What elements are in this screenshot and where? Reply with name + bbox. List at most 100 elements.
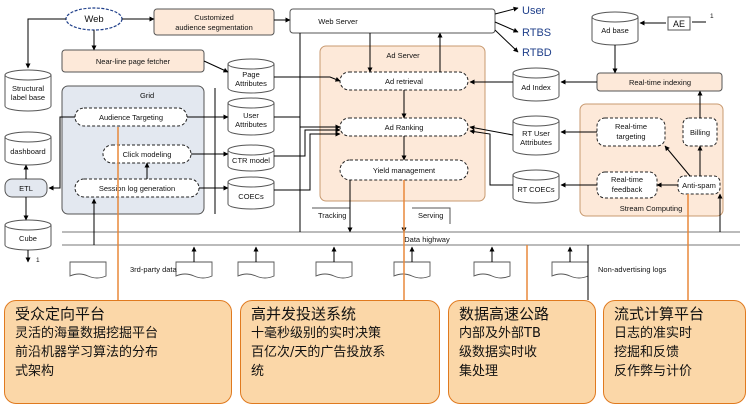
ad-retrieval-label: Ad retrieval <box>385 77 423 86</box>
rt-coecs-label: RT COECs <box>517 185 554 194</box>
audience-targeting-label: Audience Targeting <box>99 113 163 122</box>
cube-count: 1 <box>36 257 40 264</box>
real-time-indexing-box: Real-time indexing <box>596 72 723 92</box>
ad-ranking-box: Ad Ranking <box>339 117 469 137</box>
rt-feedback-label-2: feedback <box>612 185 643 194</box>
rt-coecs-db: RT COECs <box>512 169 560 204</box>
callout-line: 灵活的海量数据挖掘平台 <box>15 326 159 341</box>
page-attributes-db: Page Attributes <box>227 58 275 94</box>
callout-data-highway: 数据高速公路 内部及外部TB 级数据实时收 集处理 <box>448 300 596 404</box>
yield-management-box: Yield management <box>339 159 469 181</box>
callout-line: 集处理 <box>459 364 499 379</box>
rt-indexing-label: Real-time indexing <box>629 78 691 87</box>
ad-base-label: Ad base <box>601 26 629 35</box>
structural-label-db: Structural label base <box>4 69 52 112</box>
log-documents <box>69 261 589 279</box>
callout-serving-system: 高并发投送系统 十毫秒级别的实时决策 百亿次/天的广告投放系 统 <box>240 300 440 404</box>
callout-line: 式架构 <box>15 364 55 379</box>
callout-line: 前沿机器学习算法的分布 <box>15 345 159 360</box>
ad-index-db: Ad Index <box>512 67 560 102</box>
rtbd-label: RTBD <box>522 47 552 59</box>
session-log-box: Session log generation <box>74 178 200 198</box>
cube-db: Cube <box>4 219 52 251</box>
ad-retrieval-box: Ad retrieval <box>339 71 469 91</box>
callout-line: 级数据实时收 <box>459 345 538 360</box>
serving-tab: Serving <box>412 207 451 224</box>
rt-feedback-label-1: Real-time <box>611 175 643 184</box>
ctr-model-db: CTR model <box>227 144 275 172</box>
callout-line: 日志的准实时 <box>614 326 693 341</box>
data-highway: Data highway <box>62 231 740 246</box>
structural-label: Structural <box>12 84 44 93</box>
callout-line: 挖掘和反馈 <box>614 345 680 360</box>
ae-label: AE <box>673 19 685 29</box>
user-attr-label-1: User <box>243 111 259 120</box>
rt-targeting-label-2: targeting <box>616 132 645 141</box>
callout-title: 数据高速公路 <box>459 305 550 323</box>
ae-count: 1 <box>710 13 714 20</box>
billing-box: Billing <box>682 117 718 147</box>
etl-box: ETL <box>4 178 48 198</box>
grid-label: Grid <box>140 91 154 100</box>
rt-targeting-label-1: Real-time <box>615 122 647 131</box>
yield-mgmt-label: Yield management <box>373 166 436 175</box>
customized-segmentation-box: Customized audience segmentation <box>153 8 275 36</box>
ad-base-db: Ad base <box>591 11 639 46</box>
web-cloud: Web <box>65 7 123 31</box>
callout-title: 高并发投送系统 <box>251 305 357 323</box>
rt-user-label-2: Attributes <box>520 138 552 147</box>
coecs-db: COECs <box>227 176 275 210</box>
data-highway-label: Data highway <box>404 235 450 244</box>
audience-seg-label: audience segmentation <box>175 23 253 32</box>
ctr-model-label: CTR model <box>232 156 270 165</box>
callout-leaders <box>117 127 689 300</box>
third-party-label: 3rd-party data <box>130 265 178 274</box>
session-log-label: Session log generation <box>99 184 175 193</box>
serving-label: Serving <box>418 211 443 220</box>
rt-user-label-1: RT User <box>522 129 550 138</box>
stream-computing-label: Stream Computing <box>620 204 683 213</box>
callout-line: 百亿次/天的广告投放系 <box>251 345 386 360</box>
page-attr-label-1: Page <box>242 70 260 79</box>
anti-spam-label: Anti-spam <box>682 181 716 190</box>
billing-label: Billing <box>690 128 710 137</box>
near-line-fetcher-box: Near-line page fetcher <box>61 49 205 73</box>
anti-spam-box: Anti-spam <box>677 175 721 195</box>
callout-line: 统 <box>251 364 265 379</box>
ae-box: AE <box>667 16 691 31</box>
etl-label: ETL <box>19 184 33 193</box>
user-attr-label-2: Attributes <box>235 120 267 129</box>
dashboard-db: dashboard <box>4 131 52 166</box>
rt-user-attributes-db: RT User Attributes <box>512 115 560 156</box>
coecs-label: COECs <box>238 192 264 201</box>
web-server-box: Web Server <box>289 8 496 34</box>
callout-line: 反作弊与计价 <box>614 364 693 379</box>
audience-targeting-box: Audience Targeting <box>74 107 188 127</box>
label-base-label: label base <box>11 93 45 102</box>
callout-title: 流式计算平台 <box>614 305 705 323</box>
page-attr-label-2: Attributes <box>235 79 267 88</box>
rtbs-label: RTBS <box>522 27 551 39</box>
ad-ranking-label: Ad Ranking <box>385 123 424 132</box>
user-label: User <box>522 5 546 17</box>
click-modeling-label: Click modeling <box>123 150 172 159</box>
ad-index-label: Ad Index <box>521 83 551 92</box>
callout-title: 受众定向平台 <box>15 305 106 323</box>
web-label: Web <box>84 14 103 25</box>
customized-label: Customized <box>194 13 234 22</box>
rt-feedback-box: Real-time feedback <box>596 171 658 199</box>
near-line-label: Near-line page fetcher <box>96 57 171 66</box>
ad-server-label: Ad Server <box>386 51 420 60</box>
user-attributes-db: User Attributes <box>227 97 275 136</box>
tracking-tab: Tracking <box>312 207 351 224</box>
rt-targeting-box: Real-time targeting <box>596 117 666 147</box>
connectors <box>23 6 723 300</box>
dashboard-label: dashboard <box>10 147 45 156</box>
tracking-label: Tracking <box>318 211 346 220</box>
web-server-label: Web Server <box>318 17 358 26</box>
click-modeling-box: Click modeling <box>102 144 192 164</box>
callout-line: 内部及外部TB <box>459 326 541 341</box>
non-ad-logs-label: Non-advertising logs <box>598 265 667 274</box>
callout-audience-platform: 受众定向平台 灵活的海量数据挖掘平台 前沿机器学习算法的分布 式架构 <box>4 300 232 404</box>
